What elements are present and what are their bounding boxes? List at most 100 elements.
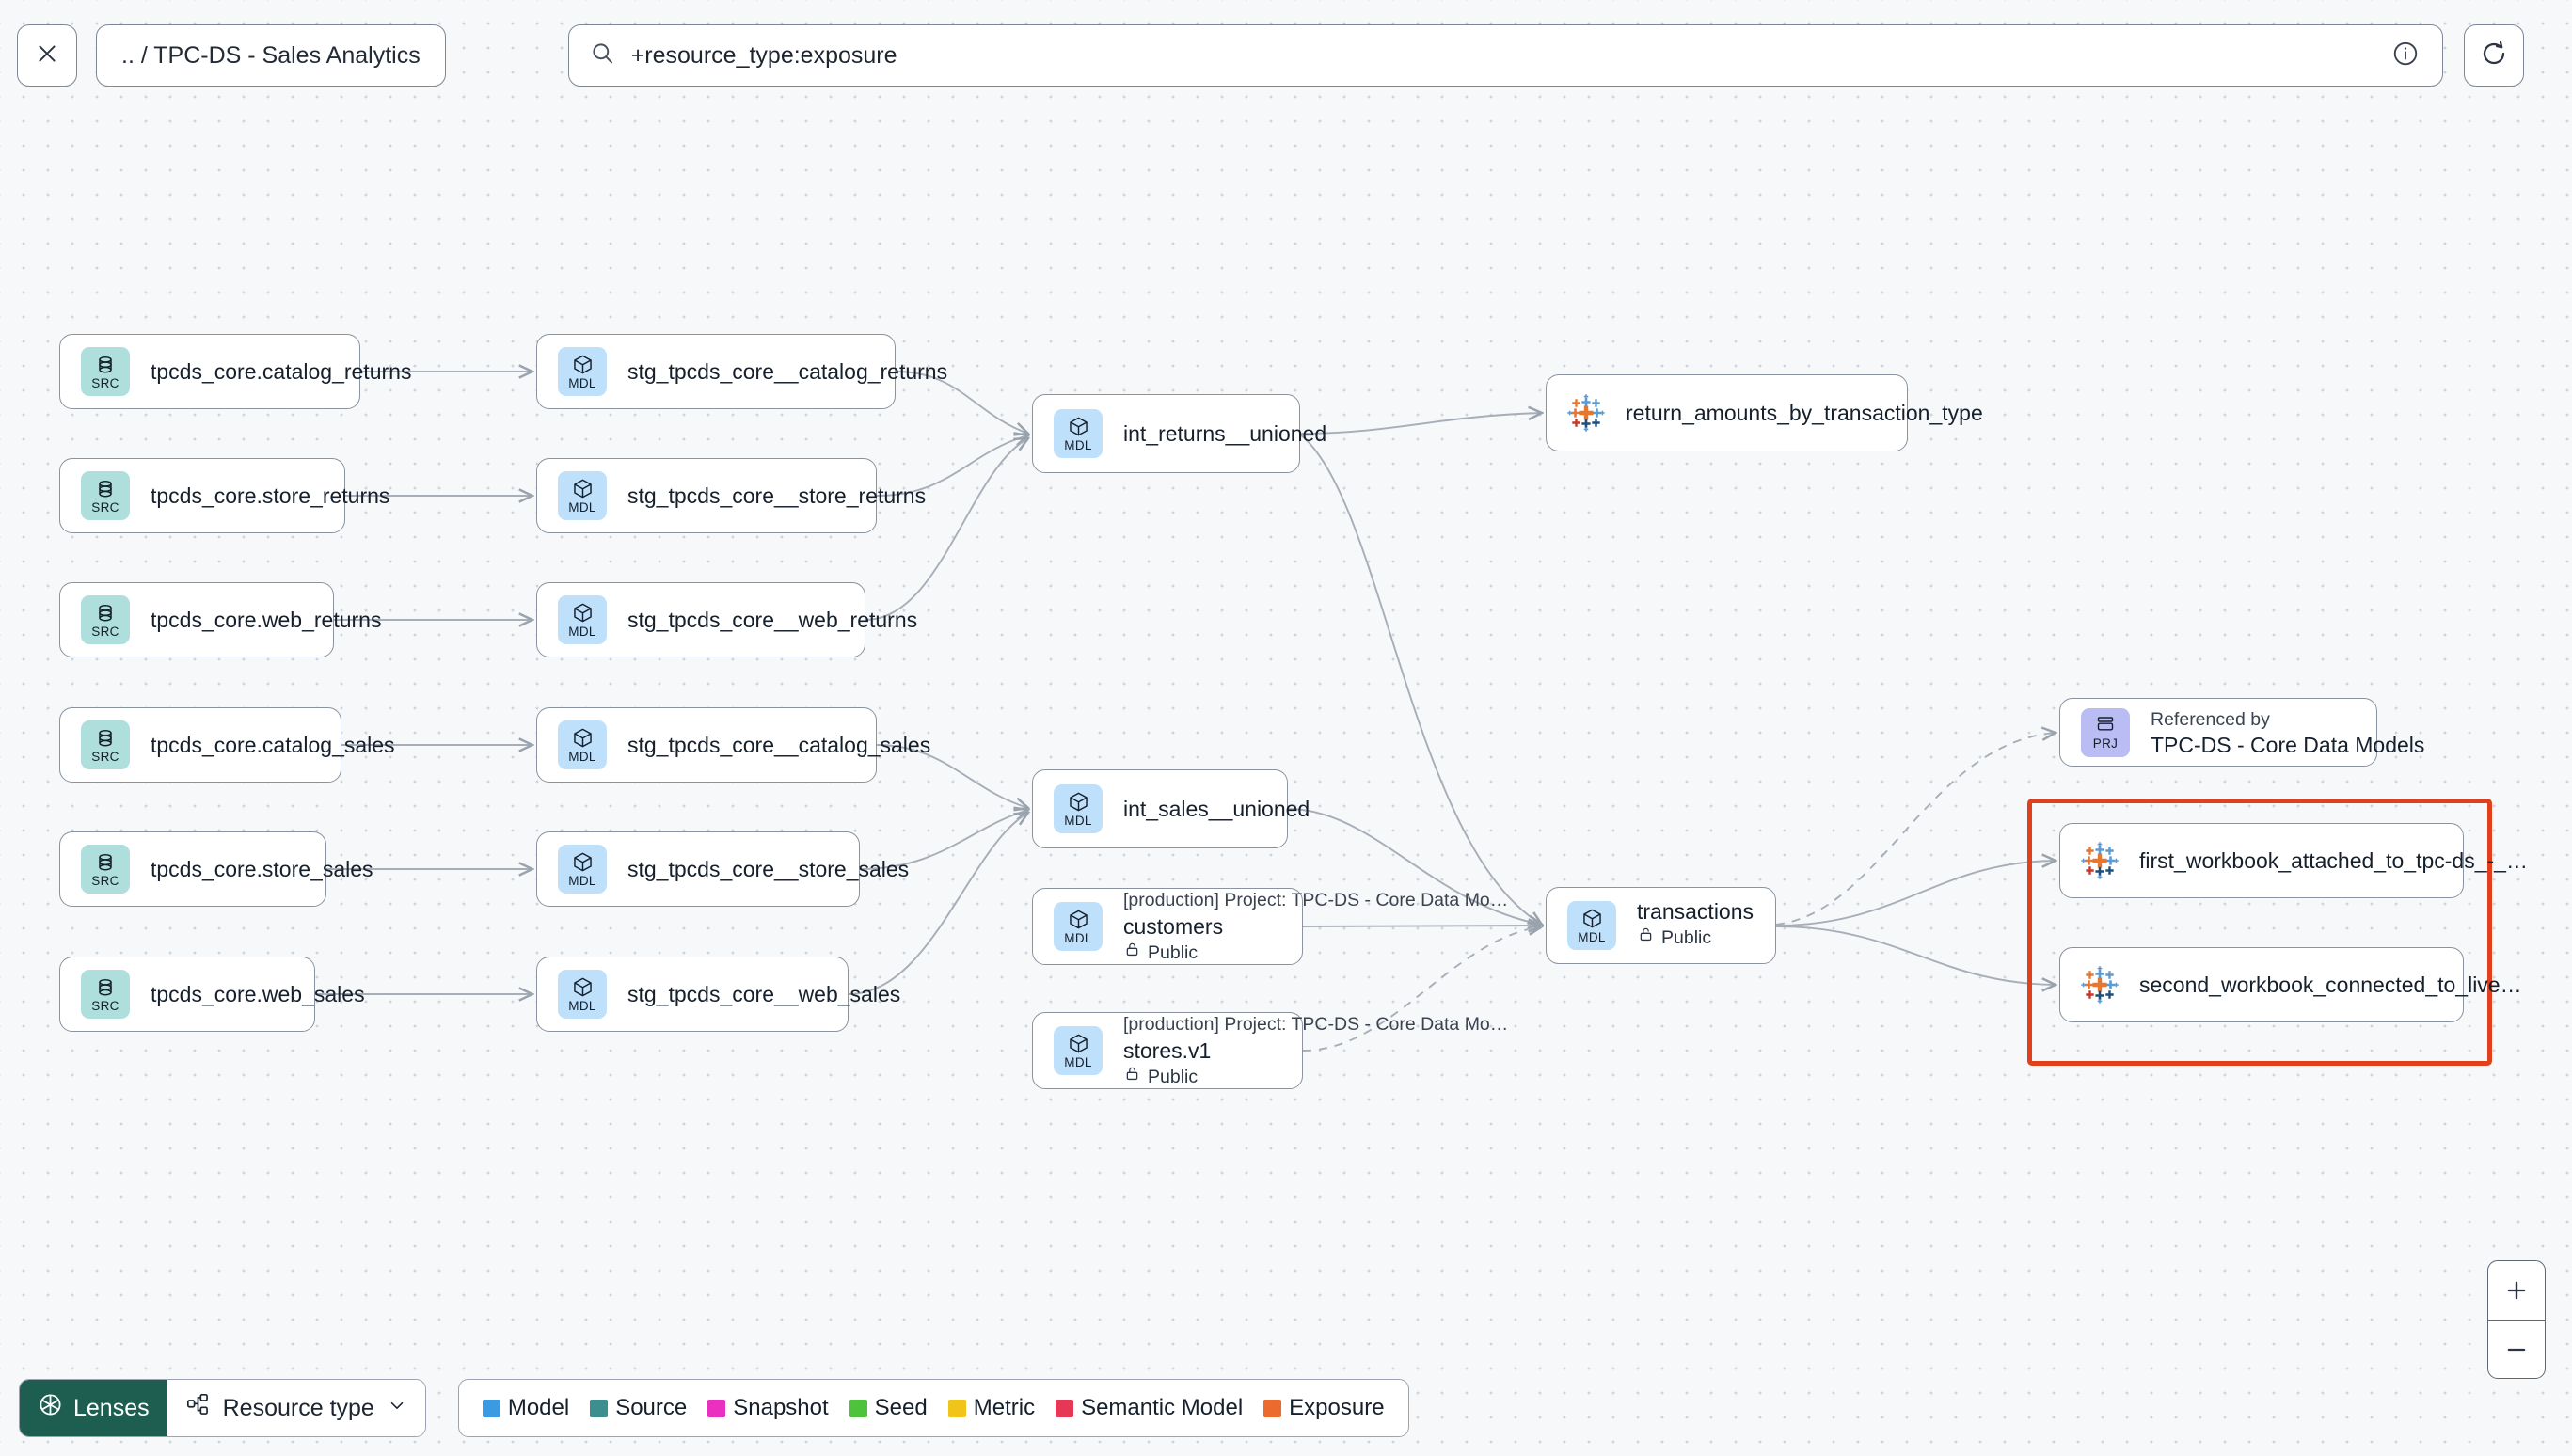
aperture-icon (38, 1392, 63, 1424)
node-title: tpcds_core.catalog_sales (151, 732, 395, 757)
node-subtitle: [production] Project: TPC-DS - Core Data… (1123, 890, 1509, 911)
legend-label: Source (615, 1395, 688, 1420)
badge-label: SRC (91, 375, 119, 390)
graph-node-stg_store_sales[interactable]: MDL stg_tpcds_core__store_sales (536, 831, 909, 907)
graph-node-src_web_sales[interactable]: SRC tpcds_core.web_sales (59, 957, 365, 1032)
legend-label: Metric (973, 1395, 1036, 1420)
legend-swatch (590, 1399, 609, 1417)
search-input[interactable] (630, 41, 2391, 70)
model-badge-icon: MDL (558, 347, 607, 396)
model-badge-icon: MDL (558, 845, 607, 894)
node-title: stg_tpcds_core__catalog_returns (627, 358, 948, 384)
node-title: tpcds_core.store_sales (151, 856, 373, 881)
graph-node-first_workbook[interactable]: first_workbook_attached_to_tpc-ds_-_… (2059, 823, 2528, 898)
refresh-button[interactable] (2463, 24, 2524, 87)
badge-label: MDL (568, 874, 596, 889)
node-title: stg_tpcds_core__store_sales (627, 856, 910, 881)
source-badge-icon: SRC (81, 595, 130, 644)
model-badge-icon: MDL (558, 595, 607, 644)
node-title: first_workbook_attached_to_tpc-ds_-_… (2139, 847, 2528, 873)
resource-type-label: Resource type (222, 1394, 374, 1421)
model-badge-icon: MDL (558, 970, 607, 1019)
resource-type-dropdown[interactable]: Resource type (167, 1380, 425, 1436)
badge-label: MDL (1064, 814, 1092, 829)
zoom-in-button[interactable] (2488, 1261, 2545, 1320)
node-title: transactions (1637, 899, 1754, 925)
tableau-icon (2081, 842, 2119, 879)
legend-swatch (1263, 1399, 1282, 1417)
model-badge-icon: MDL (558, 471, 607, 520)
bottom-toolbar: Lenses Resource type (19, 1379, 1409, 1437)
source-badge-icon: SRC (81, 720, 130, 769)
graph-node-int_returns_unioned[interactable]: MDL int_returns__unioned (1032, 394, 1326, 473)
breadcrumb[interactable]: .. / TPC-DS - Sales Analytics (96, 24, 446, 87)
search-bar[interactable] (567, 24, 2443, 87)
badge-label: MDL (1064, 438, 1092, 453)
badge-label: MDL (1064, 1055, 1092, 1070)
selection-highlight (2027, 799, 2492, 1066)
source-badge-icon: SRC (81, 347, 130, 396)
graph-node-stg_web_returns[interactable]: MDL stg_tpcds_core__web_returns (536, 582, 917, 657)
badge-label: SRC (91, 499, 119, 514)
legend-item-source[interactable]: Source (590, 1395, 687, 1421)
tableau-icon (1567, 394, 1605, 432)
tableau-icon (2081, 966, 2119, 1004)
node-subtitle: [production] Project: TPC-DS - Core Data… (1123, 1014, 1509, 1036)
legend-item-exposure[interactable]: Exposure (1263, 1395, 1385, 1421)
info-icon[interactable] (2391, 40, 2420, 72)
graph-node-stores_v1[interactable]: MDL [production] Project: TPC-DS - Core D… (1032, 1012, 1508, 1090)
node-title: stores.v1 (1123, 1037, 1212, 1063)
badge-label: SRC (91, 749, 119, 764)
node-title: tpcds_core.web_sales (151, 981, 365, 1006)
model-badge-icon: MDL (1054, 902, 1103, 951)
chevron-down-icon (387, 1395, 407, 1422)
graph-node-return_amounts[interactable]: return_amounts_by_transaction_type (1546, 374, 1983, 451)
node-title: stg_tpcds_core__web_returns (627, 607, 918, 632)
node-title: int_returns__unioned (1123, 420, 1327, 446)
graph-node-customers[interactable]: MDL [production] Project: TPC-DS - Core D… (1032, 888, 1508, 965)
node-title: tpcds_core.catalog_returns (151, 358, 412, 384)
badge-label: MDL (1578, 930, 1606, 945)
graph-node-stg_store_returns[interactable]: MDL stg_tpcds_core__store_returns (536, 458, 926, 533)
lenses-control: Lenses Resource type (19, 1379, 426, 1437)
legend-item-metric[interactable]: Metric (947, 1395, 1036, 1421)
legend-item-semantic-model[interactable]: Semantic Model (1056, 1395, 1243, 1421)
graph-node-src_catalog_sales[interactable]: SRC tpcds_core.catalog_sales (59, 707, 395, 783)
graph-node-src_catalog_returns[interactable]: SRC tpcds_core.catalog_returns (59, 334, 411, 409)
model-badge-icon: MDL (1054, 1026, 1103, 1075)
badge-label: MDL (568, 750, 596, 765)
node-subtitle: Referenced by (2151, 708, 2270, 730)
legend-swatch (482, 1399, 500, 1417)
legend-item-seed[interactable]: Seed (849, 1395, 928, 1421)
legend-label: Exposure (1289, 1395, 1385, 1420)
node-title: stg_tpcds_core__store_returns (627, 483, 927, 508)
model-badge-icon: MDL (558, 720, 607, 769)
close-button[interactable] (17, 24, 77, 87)
graph-node-second_workbook[interactable]: second_workbook_connected_to_live… (2059, 947, 2522, 1022)
zoom-out-button[interactable] (2488, 1320, 2545, 1378)
badge-label: MDL (568, 500, 596, 515)
graph-node-stg_catalog_returns[interactable]: MDL stg_tpcds_core__catalog_returns (536, 334, 947, 409)
lenses-button[interactable]: Lenses (20, 1380, 167, 1436)
lenses-label: Lenses (73, 1394, 150, 1421)
badge-label: SRC (91, 998, 119, 1013)
legend-label: Model (507, 1395, 570, 1420)
lock-icon (1123, 1064, 1141, 1090)
node-title: return_amounts_by_transaction_type (1626, 400, 1983, 425)
badge-label: SRC (91, 624, 119, 639)
legend-item-snapshot[interactable]: Snapshot (707, 1395, 829, 1421)
badge-label: MDL (568, 625, 596, 640)
legend-item-model[interactable]: Model (482, 1395, 570, 1421)
breadcrumb-label: .. / TPC-DS - Sales Analytics (121, 41, 421, 69)
model-badge-icon: MDL (1054, 409, 1103, 458)
